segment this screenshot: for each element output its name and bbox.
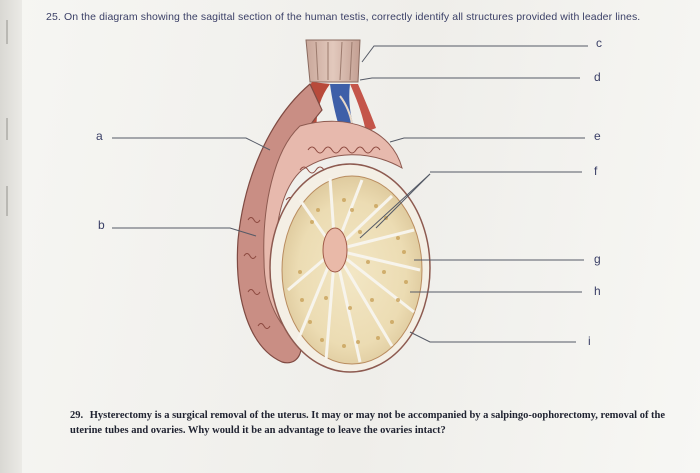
margin-mark — [6, 186, 8, 216]
leader-line-a — [112, 137, 271, 151]
label-a: a — [96, 129, 103, 143]
question-25-number: 25. — [46, 11, 61, 23]
label-h: h — [594, 284, 601, 298]
label-b: b — [98, 218, 105, 232]
leader-line-i — [409, 331, 576, 343]
spermatic-cord — [305, 39, 361, 83]
leader-line-e — [389, 137, 585, 143]
question-29: 29. Hysterectomy is a surgical removal o… — [70, 408, 680, 438]
label-g: g — [594, 252, 601, 266]
leader-line-d — [359, 77, 580, 81]
label-d: d — [594, 70, 601, 84]
label-e: e — [594, 129, 601, 143]
label-c: c — [596, 36, 602, 50]
question-25: 25. On the diagram showing the sagittal … — [46, 11, 666, 23]
leader-line-f-branch-1 — [375, 173, 431, 229]
leader-line-f-branch-2 — [359, 173, 431, 239]
leader-line-c — [361, 45, 588, 63]
label-i: i — [588, 334, 591, 348]
leader-line-b — [112, 227, 257, 237]
label-f: f — [594, 164, 598, 178]
question-25-text: On the diagram showing the sagittal sect… — [63, 11, 641, 23]
question-29-number: 29. — [70, 410, 84, 421]
leader-lines — [112, 45, 588, 343]
page-left-margin — [0, 0, 22, 473]
rete-testis — [322, 227, 348, 273]
margin-mark — [6, 118, 8, 140]
seminiferous-tubules — [298, 198, 408, 348]
margin-mark — [6, 20, 8, 44]
question-29-text: Hysterectomy is a surgical removal of th… — [70, 410, 666, 436]
